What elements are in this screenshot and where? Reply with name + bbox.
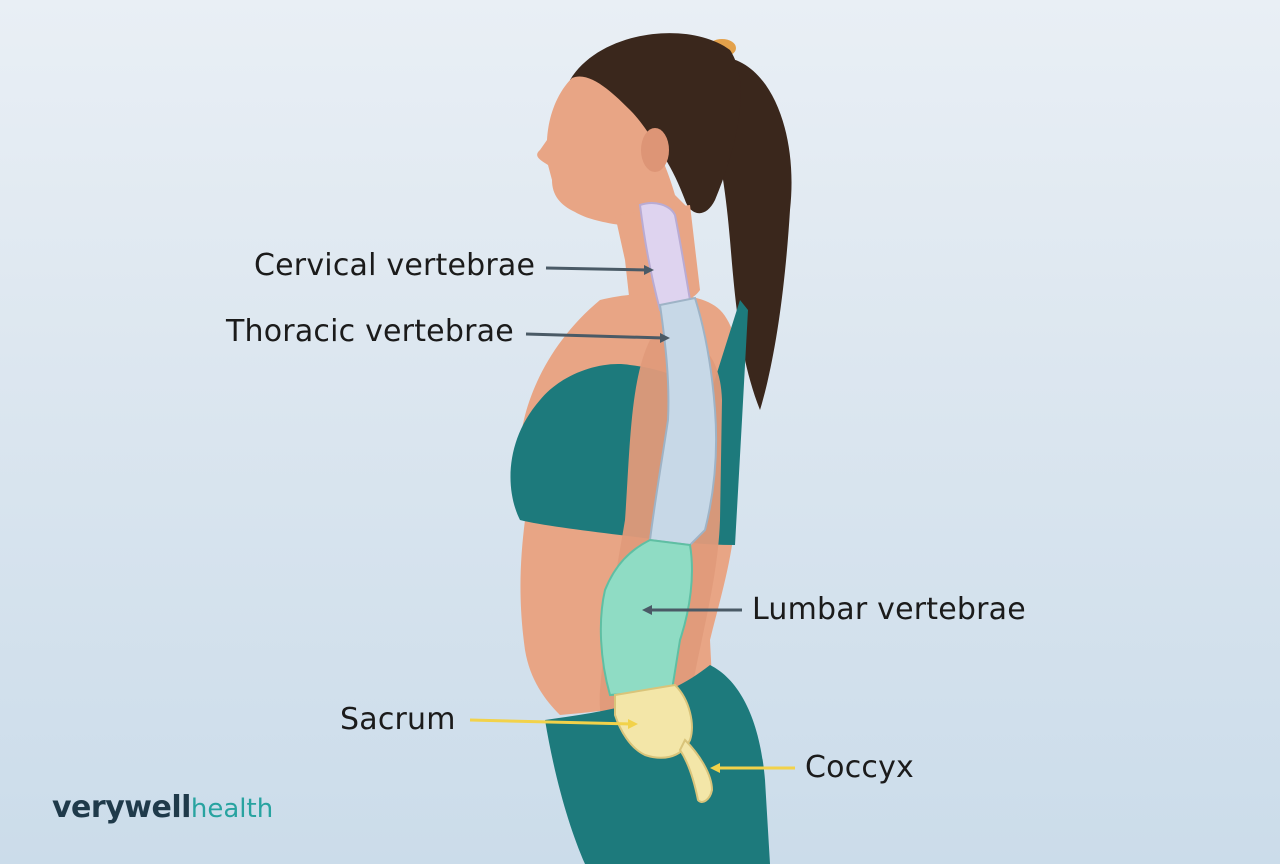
hair xyxy=(570,33,741,214)
sacrum-region xyxy=(614,683,693,759)
cervical-arrowhead xyxy=(644,265,654,275)
sacrum-label: Sacrum xyxy=(340,702,456,737)
cervical-label: Cervical vertebrae xyxy=(254,248,536,283)
thoracic-region xyxy=(648,296,718,547)
cervical-region xyxy=(638,202,692,312)
verywell-health-logo: verywellhealth xyxy=(52,790,273,825)
thoracic-label: Thoracic vertebrae xyxy=(226,314,514,349)
spine xyxy=(599,202,718,803)
coccyx-region xyxy=(678,738,714,803)
logo-section: health xyxy=(190,794,274,824)
ear xyxy=(641,128,669,172)
thoracic-arrowhead xyxy=(660,333,670,343)
sacrum-arrowhead xyxy=(628,719,638,729)
lumbar-label: Lumbar vertebrae xyxy=(752,592,1026,627)
pointers xyxy=(469,265,795,773)
shorts xyxy=(545,665,770,864)
logo-brand: verywell xyxy=(52,790,191,825)
coccyx-label: Coccyx xyxy=(805,750,914,785)
head xyxy=(537,76,690,234)
cervical-pointer xyxy=(545,266,649,272)
lumbar-region xyxy=(599,538,693,697)
lumbar-arrowhead xyxy=(642,605,652,615)
thoracic-pointer xyxy=(525,332,665,340)
coccyx-arrowhead xyxy=(710,763,720,773)
sacrum-pointer xyxy=(469,718,633,726)
